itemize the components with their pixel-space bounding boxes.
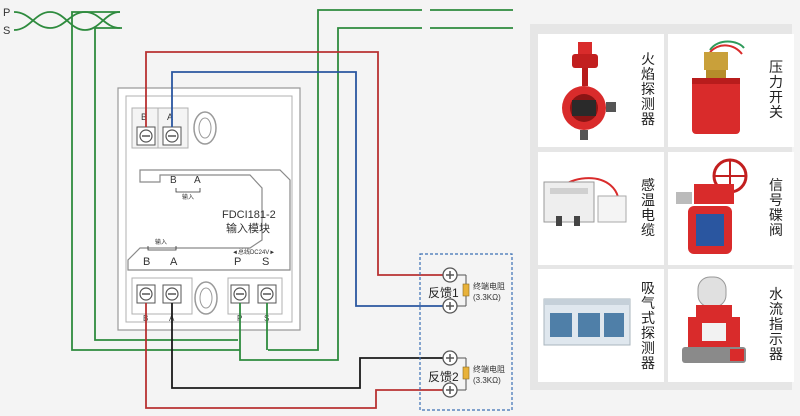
inner-input-a: A — [194, 175, 201, 186]
screw-terminal-top-b — [136, 126, 156, 146]
device-label: 火焰探测器 — [641, 51, 655, 127]
device-panel: 火焰探测器 压力开关 感温电缆 — [530, 24, 794, 390]
feedback-box — [419, 253, 513, 411]
aspirating-detector-icon — [543, 298, 631, 346]
bottom-label-a: A — [170, 256, 178, 268]
device-card-water-flow-indicator: 水流指示器 — [668, 269, 794, 382]
feedback1-blue-wire — [171, 71, 446, 307]
water-flow-indicator-icon — [682, 276, 746, 363]
bus-left-wire-1 — [71, 11, 240, 351]
feedback1-label: 反馈1 — [428, 286, 459, 300]
screw-terminal-bottom-s — [257, 284, 277, 304]
flame-detector-icon — [562, 42, 616, 140]
butterfly-valve-icon — [676, 158, 748, 254]
inner-input-b: B — [170, 175, 177, 186]
module-model: FDCI181-2 — [222, 209, 276, 221]
feedback1-terminal-bottom — [442, 298, 458, 314]
heat-cable-icon — [543, 177, 627, 226]
top-terminal-a: A — [167, 112, 173, 122]
feedback1-red-wire — [145, 51, 446, 276]
bus-p-wire — [13, 11, 122, 29]
feedback2-red-wire — [145, 303, 446, 409]
device-label: 信号碟阀 — [769, 177, 783, 238]
device-card-butterfly-valve: 信号碟阀 — [668, 152, 794, 265]
feedback2-black-wire — [171, 303, 446, 389]
device-card-heat-cable: 感温电缆 — [538, 152, 664, 265]
feedback2-resistor-icon — [462, 366, 470, 380]
screw-terminal-bottom-b — [136, 284, 156, 304]
bus-left-wire-2 — [94, 27, 238, 341]
device-card-aspirating-detector: 吸气式探测器 — [538, 269, 664, 382]
feedback1-resistor-icon — [462, 283, 470, 297]
device-label: 感温电缆 — [641, 177, 655, 238]
device-label: 水流指示器 — [769, 286, 783, 362]
feedback2-group: 反馈2 终端电阻 (3.3KΩ) — [428, 350, 505, 398]
bus-s-wire — [13, 11, 121, 31]
bottom-bus-caption: ◄总线DC24V► — [232, 248, 275, 256]
bottom-label-b: B — [143, 256, 150, 268]
device-label: 压力开关 — [769, 59, 783, 120]
top-terminal-b: B — [141, 112, 147, 122]
bottom-label-s: S — [262, 256, 269, 268]
bottom-label-p: P — [234, 256, 241, 268]
device-card-flame-detector: 火焰探测器 — [538, 34, 664, 147]
wiring-svg: P S B A B A 输入 FDCI181-2 输入模块 输入 ◄总线DC24… — [3, 6, 513, 411]
bus-out-wire-1 — [268, 9, 513, 351]
module-name: 输入模块 — [226, 221, 270, 235]
pressure-switch-icon — [692, 40, 745, 134]
feedback2-label: 反馈2 — [428, 370, 459, 384]
bus-out-wire-2 — [239, 27, 513, 361]
feedback1-terminal-top — [442, 267, 458, 283]
device-card-pressure-switch: 压力开关 — [668, 34, 794, 147]
device-label: 吸气式探测器 — [641, 280, 655, 371]
feedback1-group: 反馈1 终端电阻 (3.3KΩ) — [428, 267, 505, 314]
inner-input-caption: 输入 — [182, 193, 194, 201]
feedback1-resistor-value: (3.3KΩ) — [473, 293, 501, 302]
feedback2-resistor-value: (3.3KΩ) — [473, 376, 501, 385]
screw-terminal-bottom-a — [162, 284, 182, 304]
s-label: S — [3, 25, 10, 37]
bottom-input-caption: 输入 — [155, 238, 167, 246]
feedback2-terminal-top — [442, 350, 458, 366]
feedback1-resistor-label: 终端电阻 — [473, 281, 505, 291]
p-label: P — [3, 7, 10, 19]
screw-terminal-bottom-p — [230, 284, 250, 304]
feedback2-resistor-label: 终端电阻 — [473, 364, 505, 374]
screw-terminal-top-a — [162, 126, 182, 146]
feedback2-terminal-bottom — [442, 382, 458, 398]
